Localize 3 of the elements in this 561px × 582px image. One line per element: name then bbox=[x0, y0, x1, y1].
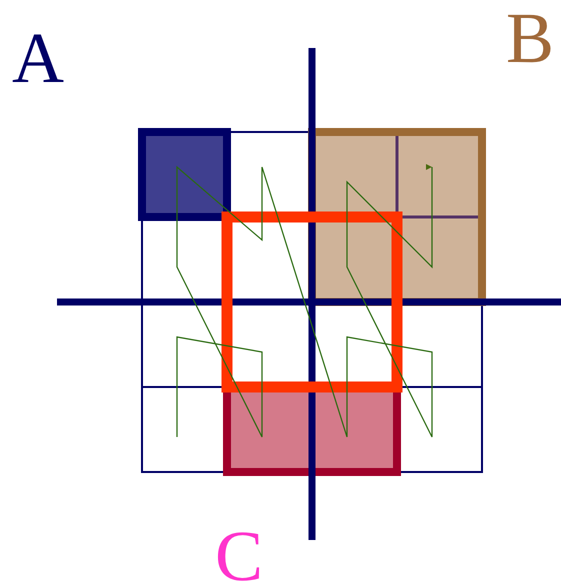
quadrant-label: C bbox=[215, 520, 264, 582]
quadrant-label: B bbox=[506, 2, 554, 74]
quadrant-label: A bbox=[12, 22, 64, 94]
